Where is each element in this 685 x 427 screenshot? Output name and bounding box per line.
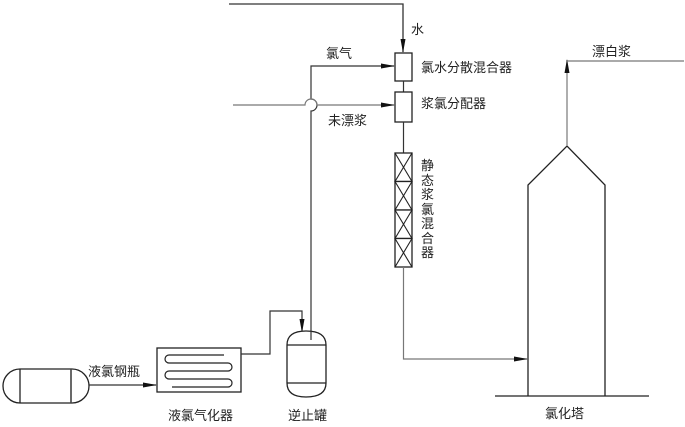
chlorination-tower	[527, 145, 606, 396]
unbleached-pulp-pipe	[233, 98, 395, 108]
label-liquid-chlorine-vaporizer: 液氯气化器	[168, 409, 234, 424]
static-mixer	[394, 152, 413, 268]
mixed-pulp-pipe	[402, 267, 528, 362]
label-pulp-chlorine-distributor: 浆氯分配器	[421, 97, 487, 112]
liquid-chlorine-vaporizer	[156, 347, 242, 393]
label-check-tank: 逆止罐	[288, 409, 328, 424]
pulp-chlorine-distributor	[394, 91, 413, 123]
label-liquid-chlorine-cylinder: 液氯钢瓶	[88, 365, 141, 380]
static-mixer-cross	[394, 181, 413, 211]
chlorine-water-mixer	[394, 52, 413, 82]
label-chlorination-tower: 氯化塔	[545, 407, 585, 422]
label-chlorine-gas: 氯气	[326, 47, 353, 62]
static-mixer-cross	[394, 209, 413, 239]
label-chlorine-water-mixer: 氯水分散混合器	[421, 61, 513, 76]
check-tank	[286, 330, 327, 398]
chlorine-vapor-pipe	[241, 310, 305, 355]
water-pipe	[229, 3, 406, 53]
liquid-chlorine-cylinder	[2, 368, 90, 404]
label-unbleached-pulp: 未漂浆	[328, 114, 368, 129]
label-static-mixer: 静态浆氯混合器	[421, 159, 435, 261]
label-water: 水	[411, 23, 425, 38]
static-mixer-cross	[394, 238, 413, 268]
static-mixer-cross	[394, 152, 413, 182]
chlorine-gas-pipe	[310, 63, 395, 340]
label-bleached-pulp: 漂白浆	[592, 45, 632, 60]
